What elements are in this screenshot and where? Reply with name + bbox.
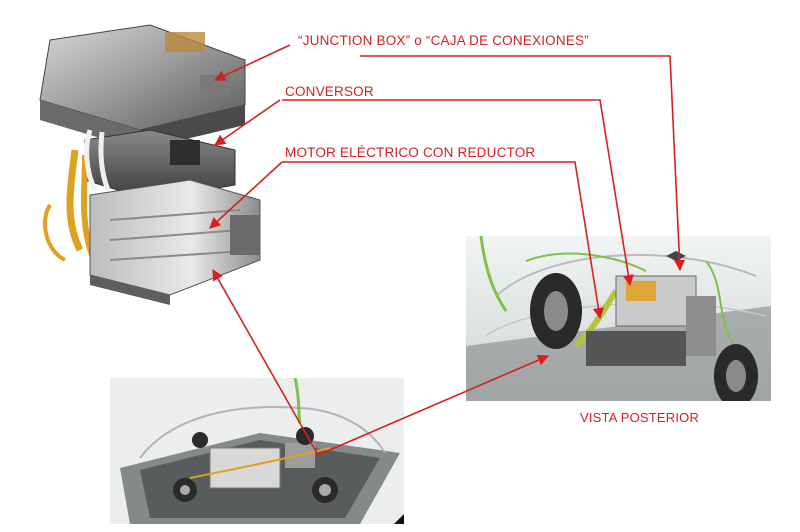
engine-illustration-icon (39, 24, 261, 305)
corner-mark (394, 514, 404, 524)
powertrain-render (30, 20, 290, 310)
car-chassis-render (110, 378, 404, 524)
label-motor: MOTOR ELÉCTRICO CON REDUCTOR (285, 145, 536, 160)
rear-chassis-illustration-icon (466, 236, 771, 401)
label-rear-view: VISTA POSTERIOR (580, 410, 700, 425)
rear-view-render (466, 236, 771, 401)
car-chassis-illustration-icon (110, 378, 404, 524)
label-conversor: CONVERSOR (285, 84, 374, 99)
label-junction-box: “JUNCTION BOX” o “CAJA DE CONEXIONES” (298, 33, 589, 48)
